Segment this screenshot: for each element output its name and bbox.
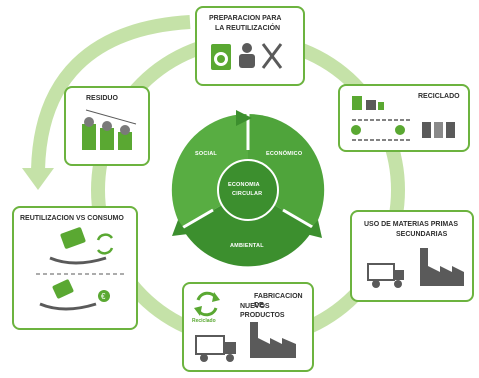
preparacion-icons [211, 43, 283, 70]
separator-left [181, 208, 214, 230]
box-materias: USO DE MATERIAS PRIMAS SECUNDARIAS [350, 210, 474, 302]
outer-arrow-head [22, 168, 54, 190]
recycled-label: Reciclado [192, 318, 216, 324]
recycle-icon [194, 291, 220, 317]
phone-exchange-icon [49, 227, 107, 265]
box-residuo: RESIDUO [64, 86, 150, 166]
label-economia: ECONOMIA [228, 182, 260, 188]
box-preparacion: PREPARACION PARA LA REUTILIZACIÓN [195, 6, 305, 86]
box-fabricacion: FABRICACION DE NUEVOS PRODUCTOS Reciclad… [182, 282, 314, 372]
reutilizacion-icons: € [36, 227, 124, 311]
washing-machine-icon [211, 44, 231, 70]
segment-ambiental [182, 190, 314, 267]
center-arrow-right [306, 220, 322, 238]
box-reciclado: RECICLADO [338, 84, 470, 152]
materias-title-line2: SECUNDARIAS [396, 231, 448, 238]
truck-icon [195, 335, 236, 362]
label-social: SOCIAL [195, 151, 217, 157]
center-circle [171, 110, 325, 267]
tools-icon [261, 43, 283, 69]
truck-icon [367, 263, 404, 288]
residuo-title: RESIDUO [86, 95, 118, 102]
fabricacion-title-line2: NUEVOS PRODUCTOS [240, 303, 285, 319]
reciclado-title: RECICLADO [418, 93, 460, 100]
fabricacion-title-line1: FABRICACION DE [254, 293, 303, 309]
label-circular: CIRCULAR [232, 191, 263, 197]
factory-icon [420, 248, 464, 286]
box-reutilizacion: REUTILIZACION vs CONSUMO € [12, 206, 138, 330]
technician-icon [239, 43, 255, 68]
reutilizacion-title: REUTILIZACION vs CONSUMO [20, 215, 124, 222]
center-arrow-top [236, 110, 252, 126]
bins-icon [82, 109, 137, 150]
preparacion-title-line2: LA REUTILIZACIÓN [215, 25, 281, 32]
euro-icon: € [98, 290, 110, 302]
appliances-icon [352, 96, 384, 110]
materias-title-line1: USO DE MATERIAS PRIMAS [364, 221, 458, 228]
label-economico: ECONÓMICO [266, 151, 303, 157]
core-circle [217, 159, 279, 221]
fabricacion-icons [194, 291, 296, 362]
outer-arrow-arc [31, 15, 191, 171]
label-ambiental: AMBIENTAL [230, 243, 264, 249]
preparacion-title-line1: PREPARACION PARA [209, 15, 282, 22]
recycle-icon [96, 233, 114, 255]
separator-right [282, 208, 315, 230]
center-arrow-left [172, 220, 188, 236]
recycling-bins-icon [422, 122, 455, 138]
factory-icon [250, 322, 296, 358]
phone-purchase-icon [39, 279, 97, 311]
conveyor-icon [351, 119, 410, 141]
materias-icons [367, 248, 464, 288]
reciclado-icons [351, 96, 455, 141]
svg-text:€: € [101, 292, 106, 301]
residuo-icons [82, 109, 137, 150]
